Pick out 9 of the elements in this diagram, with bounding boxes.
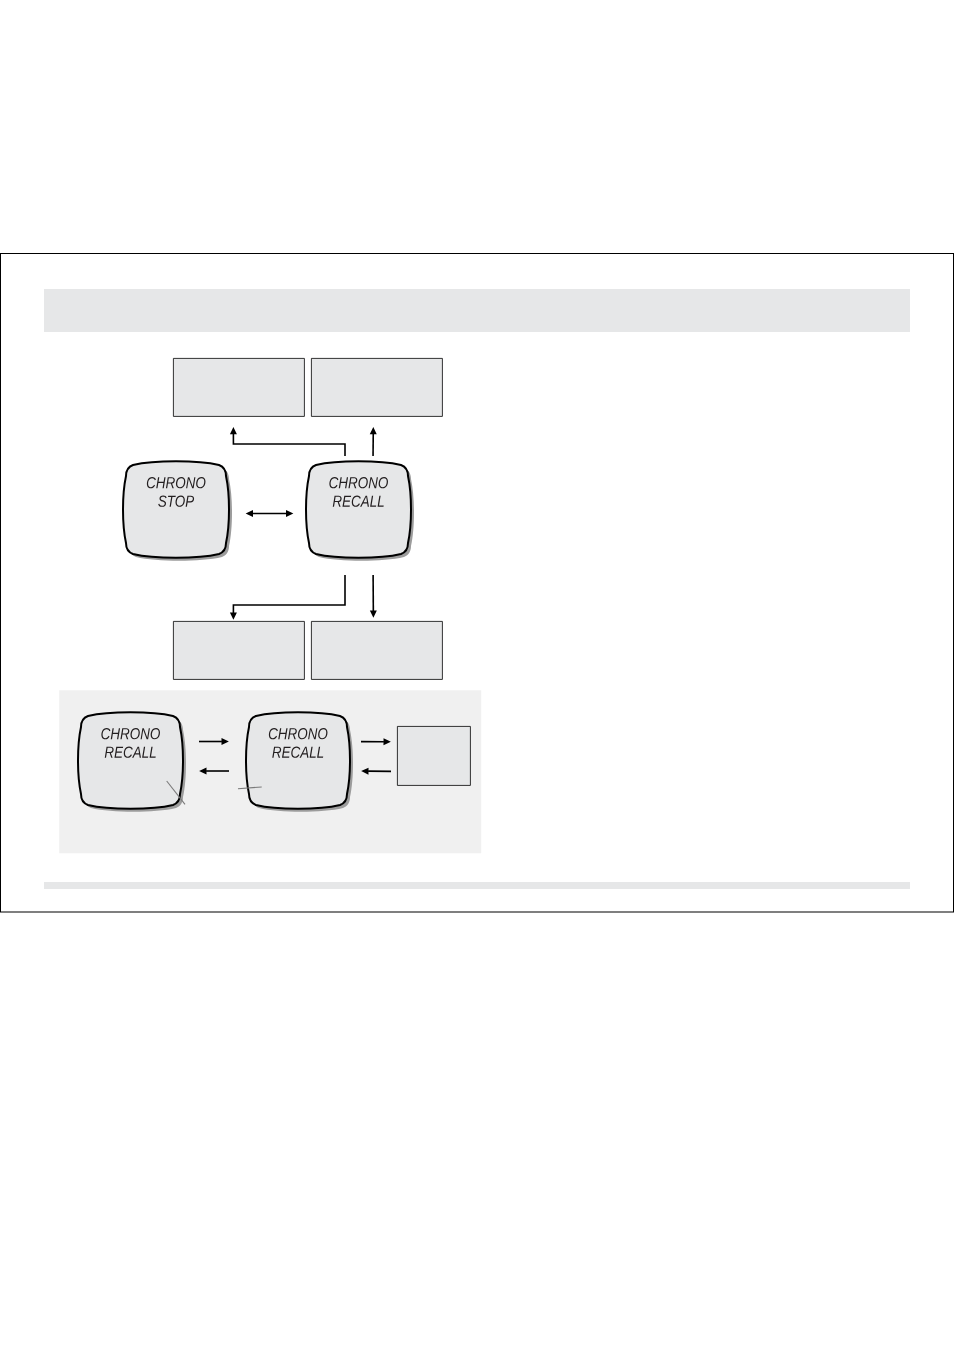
watch-display: CHRONO RECALL — [77, 711, 186, 812]
blank-box — [311, 621, 443, 680]
blank-box — [173, 621, 305, 680]
blank-box — [173, 358, 305, 417]
blank-box — [311, 358, 443, 417]
watch-display: CHRONO RECALL — [305, 460, 414, 561]
blank-box — [397, 726, 471, 786]
watch-display: CHRONO RECALL — [245, 711, 353, 812]
watch-display: CHRONO STOP — [122, 460, 232, 561]
